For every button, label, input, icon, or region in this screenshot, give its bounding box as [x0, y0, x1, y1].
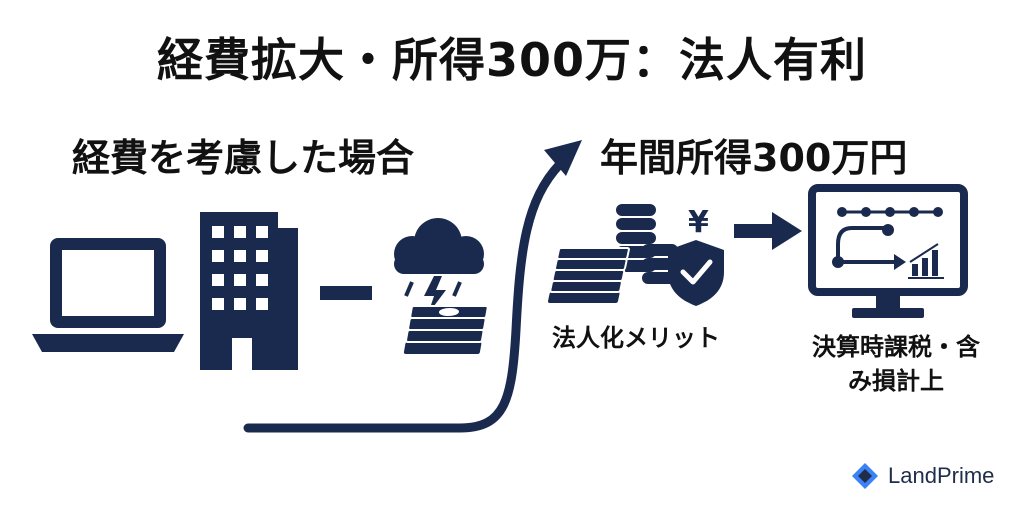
- landprime-logo-icon: [852, 463, 878, 489]
- banknotes-icon: [403, 305, 489, 354]
- right-section-heading: 年間所得300万円: [600, 136, 908, 180]
- growth-arrow: [243, 140, 582, 433]
- result-label: 決算時課税・含み損計上: [812, 333, 980, 395]
- monitor-growth-icon: [808, 184, 968, 318]
- merit-label: 法人化メリット: [552, 324, 720, 352]
- page-title: 経費拡大・所得300万：法人有利: [156, 33, 868, 87]
- left-section-heading: 経費を考慮した場合: [72, 136, 415, 180]
- coins-cash-shield-icon: ¥: [547, 204, 724, 306]
- brand-logo: LandPrime: [850, 461, 994, 491]
- office-building-icon: [200, 212, 298, 370]
- yen-symbol: ¥: [688, 205, 709, 240]
- laptop-icon: [32, 238, 184, 352]
- brand-name: LandPrime: [888, 463, 995, 488]
- arrow-right-icon: [734, 212, 802, 250]
- storm-cloud-icon: [394, 218, 484, 314]
- minus-icon: [320, 286, 372, 300]
